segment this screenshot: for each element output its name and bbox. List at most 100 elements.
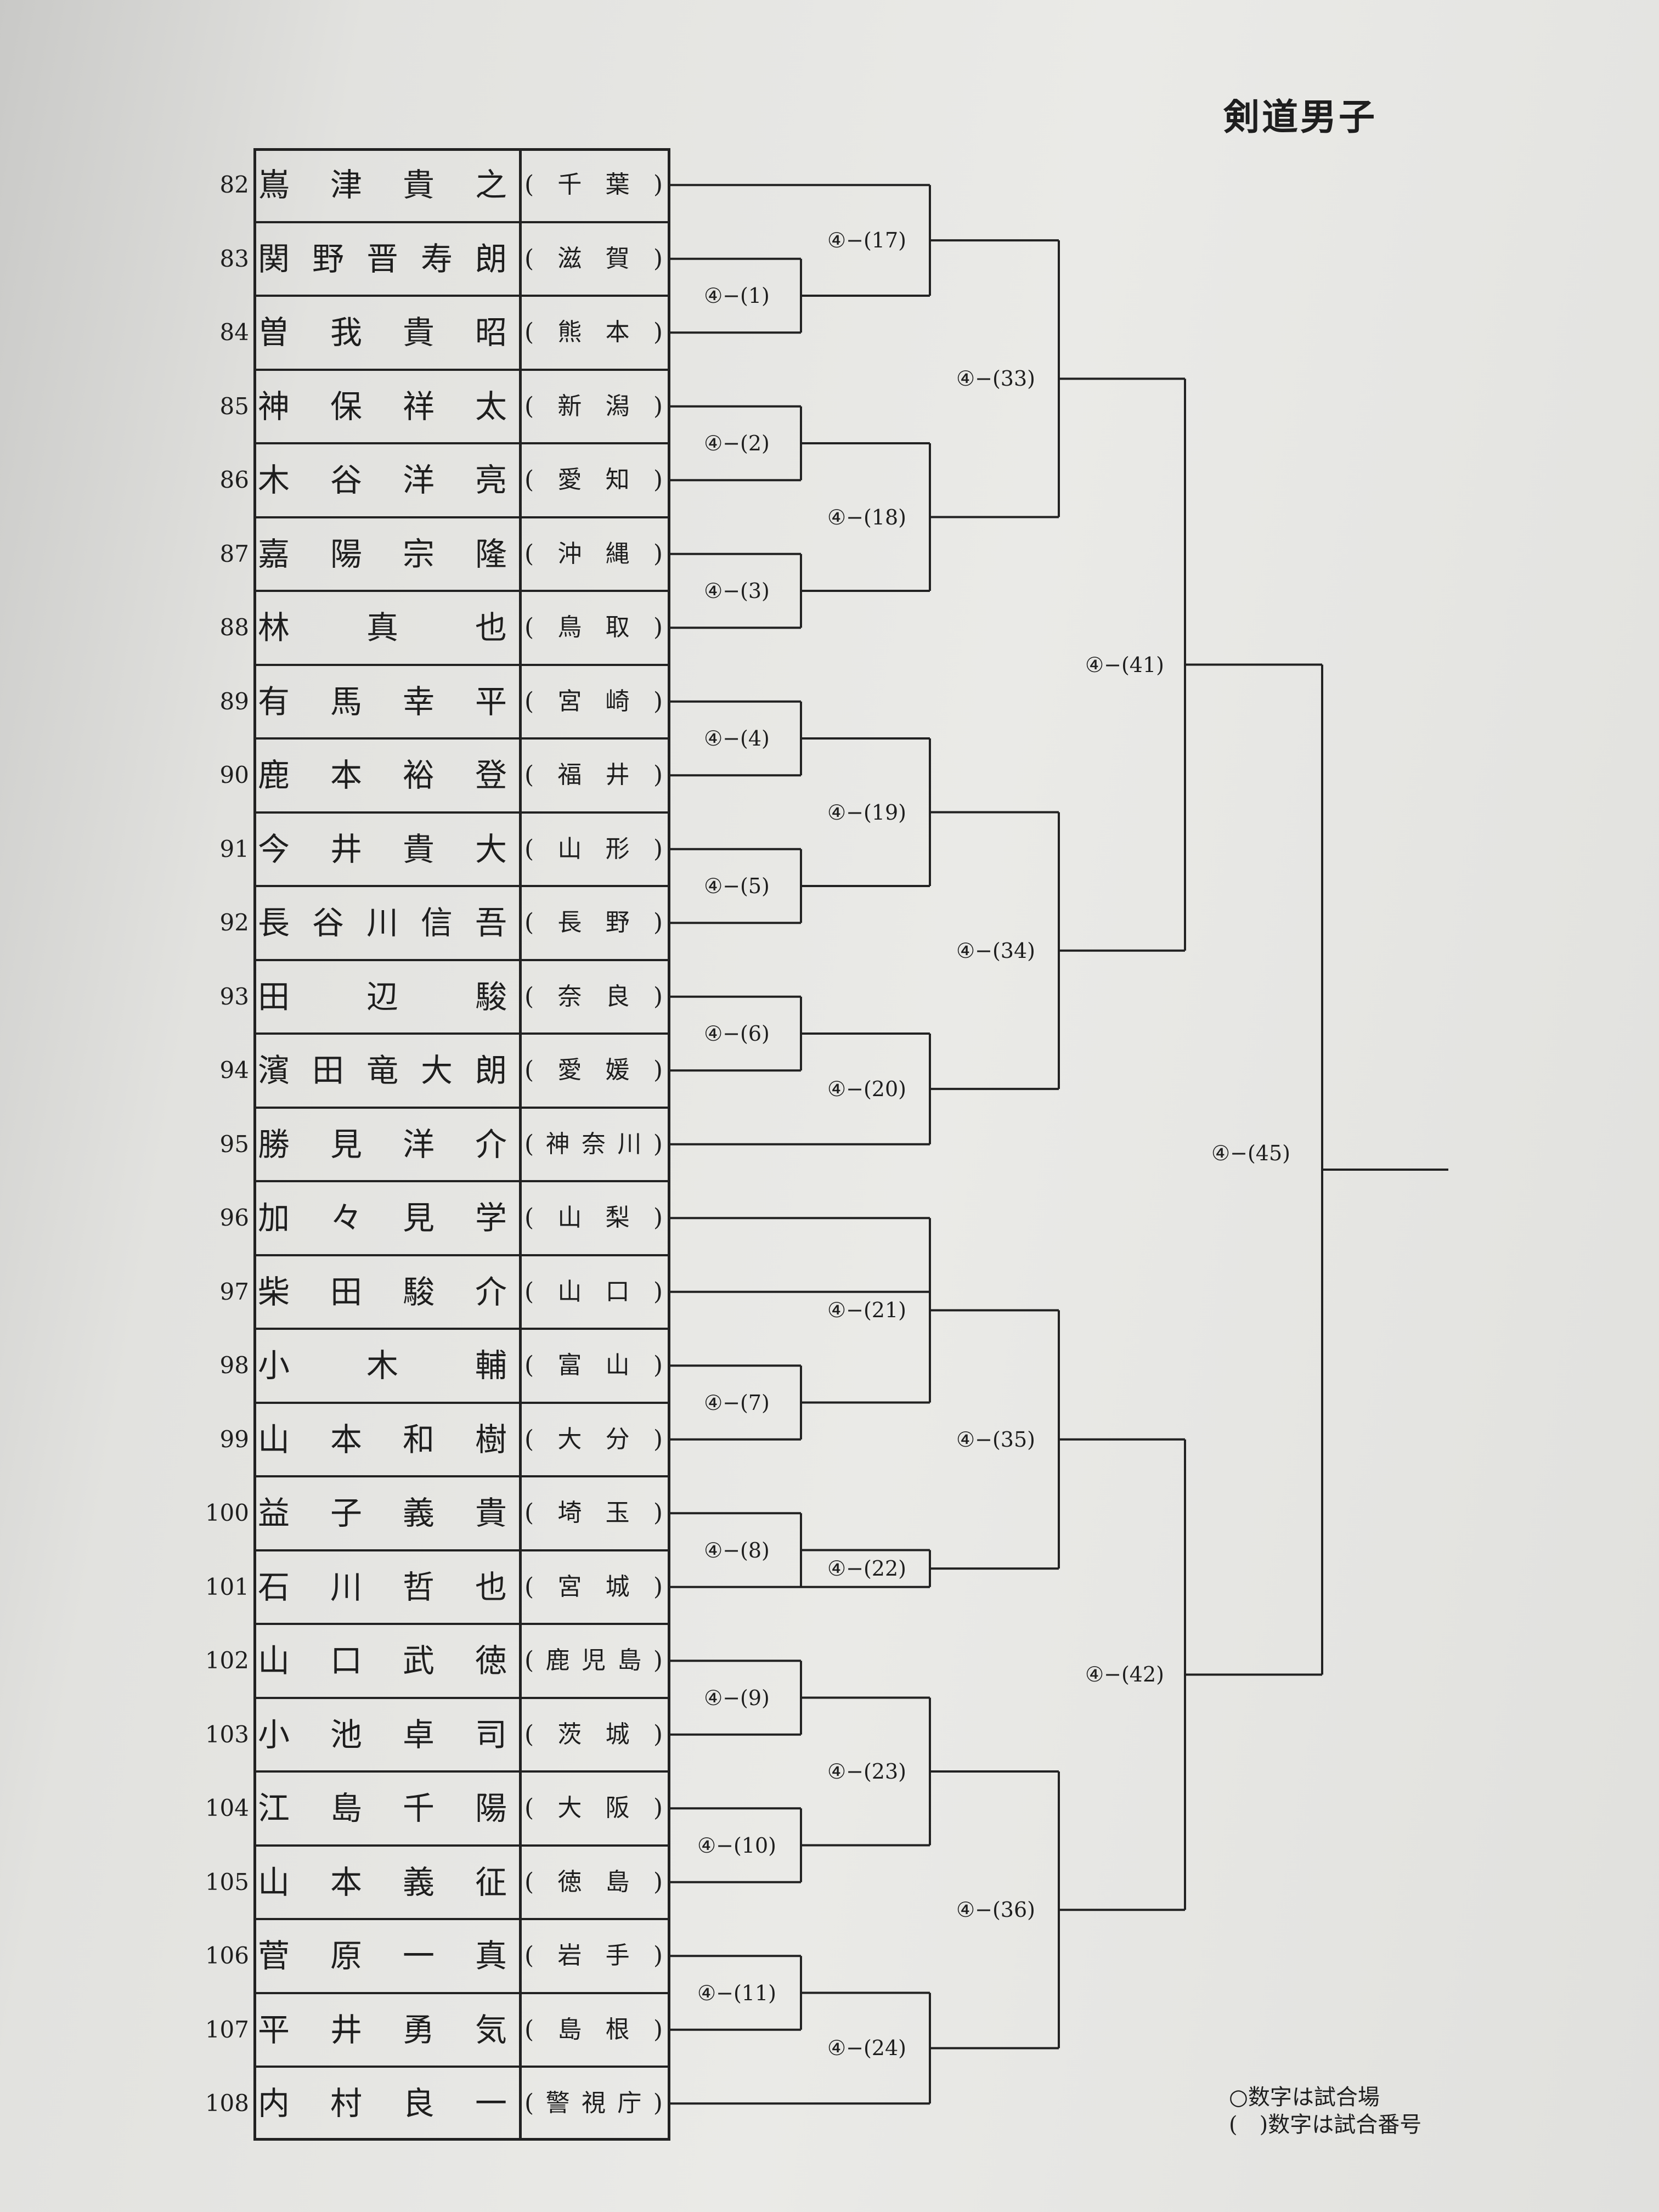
entry-name: 加々見学 <box>258 1199 507 1237</box>
row-divider <box>253 1991 670 1994</box>
match-label: ④−(5) <box>704 874 770 898</box>
entry-number: 95 <box>219 1130 249 1158</box>
match-label: ④−(22) <box>827 1556 906 1581</box>
entry-number: 89 <box>219 687 249 715</box>
entry-prefecture: (新潟) <box>524 392 663 420</box>
entry-prefecture: (徳島) <box>524 1867 663 1896</box>
row-divider <box>253 442 670 444</box>
entry-prefecture: (島根) <box>524 2015 663 2044</box>
entry-prefecture: (茨城) <box>524 1720 663 1748</box>
table-column-divider <box>519 148 522 2141</box>
entry-name: 田辺駿 <box>258 978 507 1015</box>
page-title: 剣道男子 <box>1223 95 1377 138</box>
entry-prefecture: (愛媛) <box>524 1056 663 1084</box>
entry-row: 96 加々見学 (山梨) <box>199 1181 670 1255</box>
entry-prefecture: (警視庁) <box>524 2089 663 2117</box>
entry-prefecture: (大分) <box>524 1425 663 1453</box>
entry-row: 84 曽我貴昭 (熊本) <box>199 296 670 369</box>
entry-name: 今井貴大 <box>258 830 507 868</box>
entry-prefecture: (山梨) <box>524 1204 663 1232</box>
row-divider <box>253 1106 670 1109</box>
entry-number: 84 <box>219 319 249 346</box>
match-label: ④−(8) <box>704 1538 770 1562</box>
entry-prefecture: (鳥取) <box>524 613 663 641</box>
entry-name: 小池卓司 <box>258 1716 507 1753</box>
entry-name: 内村良一 <box>258 2085 507 2122</box>
entry-prefecture: (鹿児島) <box>524 1646 663 1674</box>
entry-number: 91 <box>219 835 249 862</box>
entry-number: 97 <box>219 1278 249 1305</box>
entry-number: 103 <box>205 1720 249 1748</box>
entry-number: 88 <box>219 614 249 641</box>
entry-name: 濱田竜大朗 <box>258 1052 507 1089</box>
entry-table <box>253 148 670 2141</box>
row-divider <box>253 1032 670 1035</box>
row-divider <box>253 737 670 740</box>
entry-name: 益子義貴 <box>258 1494 507 1532</box>
match-label: ④−(21) <box>827 1298 906 1323</box>
row-divider <box>253 1696 670 1699</box>
match-label: ④−(45) <box>1211 1141 1290 1165</box>
row-divider <box>253 1623 670 1625</box>
entry-name: 山本和樹 <box>258 1420 507 1458</box>
match-label: ④−(1) <box>704 284 770 308</box>
entry-name: 関野晋寿朗 <box>258 240 507 278</box>
entry-name: 菅原一真 <box>258 1937 507 1974</box>
entry-number: 82 <box>219 171 249 198</box>
match-label: ④−(20) <box>827 1076 906 1101</box>
match-label: ④−(42) <box>1085 1662 1164 1687</box>
entry-prefecture: (神奈川) <box>524 1130 663 1158</box>
entry-name: 山口武徳 <box>258 1642 507 1679</box>
entry-name: 曽我貴昭 <box>258 314 507 351</box>
entry-prefecture: (沖縄) <box>524 539 663 568</box>
entry-name: 林真也 <box>258 609 507 646</box>
entry-name: 平井勇気 <box>258 2011 507 2049</box>
row-divider <box>253 811 670 814</box>
entry-row: 88 林真也 (鳥取) <box>199 591 670 664</box>
entry-number: 108 <box>205 2090 249 2117</box>
entry-number: 96 <box>219 1204 249 1231</box>
match-label: ④−(7) <box>704 1390 770 1415</box>
entry-number: 90 <box>219 761 249 788</box>
row-divider <box>253 221 670 223</box>
entry-name: 山本義征 <box>258 1863 507 1901</box>
entry-name: 江島千陽 <box>258 1790 507 1827</box>
match-label: ④−(11) <box>697 1980 776 2005</box>
match-label: ④−(33) <box>956 366 1035 391</box>
entry-prefecture: (大阪) <box>524 1794 663 1822</box>
match-label: ④−(2) <box>704 431 770 455</box>
entry-prefecture: (千葉) <box>524 171 663 199</box>
row-divider <box>253 590 670 592</box>
entry-prefecture: (福井) <box>524 761 663 789</box>
row-divider <box>253 1844 670 1847</box>
match-label: ④−(24) <box>827 2036 906 2061</box>
entry-name: 勝見洋介 <box>258 1125 507 1163</box>
match-label: ④−(41) <box>1085 652 1164 677</box>
entry-prefecture: (富山) <box>524 1351 663 1379</box>
row-divider <box>253 368 670 371</box>
match-label: ④−(19) <box>827 800 906 825</box>
entry-prefecture: (熊本) <box>524 318 663 346</box>
match-label: ④−(23) <box>827 1759 906 1784</box>
legend-venue: ○数字は試合場 <box>1229 2085 1380 2110</box>
row-divider <box>253 1180 670 1182</box>
entry-prefecture: (埼玉) <box>524 1499 663 1527</box>
match-label: ④−(6) <box>704 1022 770 1046</box>
entry-number: 106 <box>205 1942 249 1969</box>
